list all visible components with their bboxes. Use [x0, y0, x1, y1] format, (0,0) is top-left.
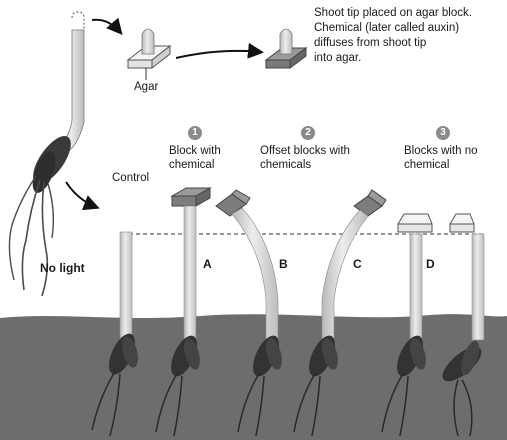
caption-line-2: Chemical (later called auxin) [314, 22, 460, 34]
arrow-to-experiments [65, 181, 100, 211]
no-light-label: No light [40, 261, 85, 275]
seedling-d [381, 213, 475, 437]
arrow-tip-to-agar [91, 17, 123, 36]
seedling-control-right [442, 233, 485, 437]
control-label: Control [112, 172, 150, 184]
step-3-badge: 3 [436, 126, 450, 140]
tip-on-chemical-block [264, 28, 308, 69]
agar-label: Agar [134, 81, 159, 93]
caption-line-3: diffuses from shoot tip [314, 37, 427, 49]
step-1-badge: 1 [188, 126, 202, 140]
tip-on-agar-small [126, 28, 172, 80]
step-1-label-line-1: Block with [169, 145, 221, 157]
step-2-label-line-2: chemicals [260, 159, 312, 171]
seedling-a-label: A [203, 257, 212, 271]
step-3-label-line-2: chemical [404, 159, 450, 171]
seedling-control [91, 231, 138, 437]
caption-line-1: Shoot tip placed on agar block. [314, 7, 472, 19]
seedling-a [155, 187, 212, 437]
seedling-b-label: B [279, 257, 288, 271]
original-seedling [8, 11, 85, 297]
step-2-badge: 2 [301, 126, 315, 140]
step-2-label-line-1: Offset blocks with [260, 145, 350, 157]
step-3-label-line-1: Blocks with no [404, 145, 478, 157]
soil [0, 314, 507, 440]
arrow-agar-to-block [175, 42, 264, 59]
step-1-label-line-2: chemical [169, 159, 215, 171]
caption-line-4: into agar. [314, 52, 362, 64]
seedling-d-label: D [426, 257, 435, 271]
seedling-c-label: C [353, 257, 362, 271]
seedling-c [293, 189, 387, 437]
seedling-b [215, 189, 282, 437]
